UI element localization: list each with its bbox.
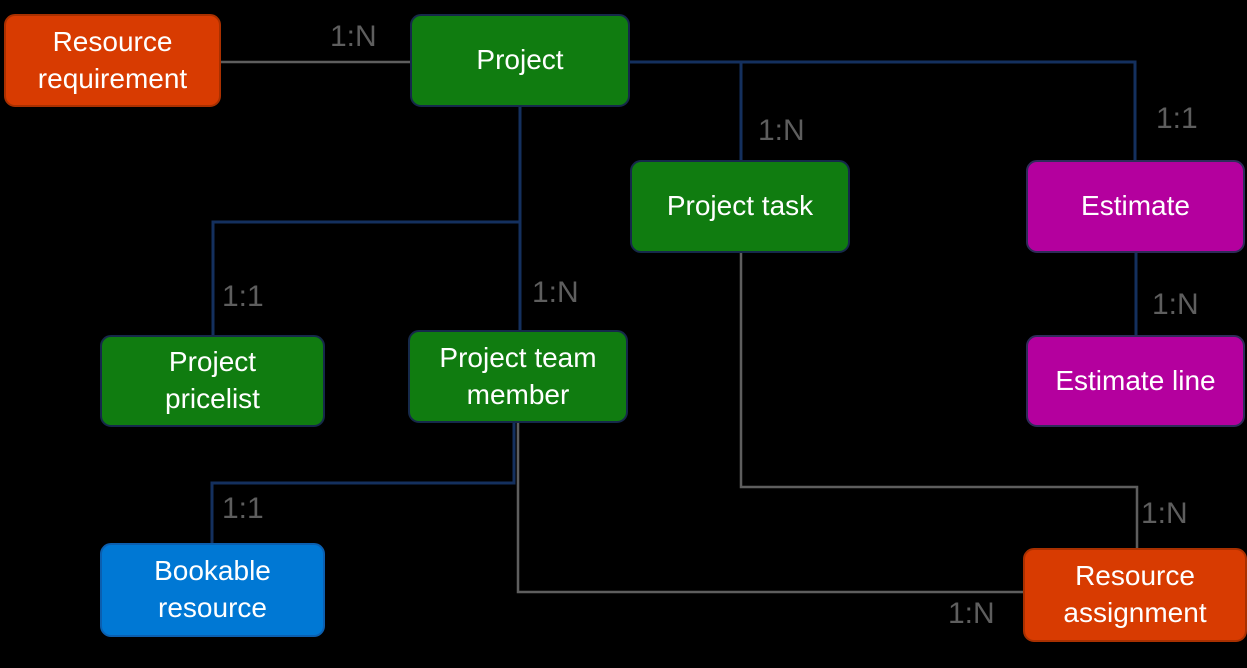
entity-resource-requirement: Resource requirement: [4, 14, 221, 107]
entity-project: Project: [410, 14, 630, 107]
entity-estimate: Estimate: [1026, 160, 1245, 253]
entity-label: Project: [476, 44, 564, 76]
entity-project-task: Project task: [630, 160, 850, 253]
entity-label: Project task: [666, 190, 814, 222]
entity-label: Resource assignment: [1063, 560, 1207, 628]
cardinality-team-member-bookable-resource: 1:1: [222, 492, 264, 525]
entity-resource-assignment: Resource assignment: [1023, 548, 1247, 642]
connector-project-task-resource-assignment: [739, 253, 1139, 548]
connector-project-project-pricelist: [211, 220, 520, 335]
entity-label: Bookable resource: [154, 555, 271, 623]
connector-project-estimate: [630, 60, 1137, 160]
cardinality-project-project-task: 1:N: [758, 114, 805, 147]
cardinality-project-task-resource-assignment: 1:N: [1141, 497, 1188, 530]
connector-project-team-member-resource-assignment: [516, 423, 1023, 594]
cardinality-estimate-estimate-line: 1:N: [1152, 288, 1199, 321]
cardinality-project-project-team-member: 1:N: [532, 276, 579, 309]
cardinality-project-project-pricelist: 1:1: [222, 280, 264, 313]
entity-bookable-resource: Bookable resource: [100, 543, 325, 637]
entity-label: Project team member: [439, 341, 597, 410]
entity-label: Estimate line: [1055, 364, 1216, 396]
entity-label: Resource requirement: [37, 25, 188, 94]
entity-estimate-line: Estimate line: [1026, 335, 1245, 427]
connector-project-team-member-bookable-resource: [210, 423, 516, 543]
cardinality-resource-requirement-project: 1:N: [330, 20, 377, 53]
cardinality-team-member-resource-assignment: 1:N: [948, 597, 995, 630]
cardinality-project-estimate: 1:1: [1156, 102, 1198, 135]
entity-label: Project pricelist: [165, 346, 260, 414]
entity-project-pricelist: Project pricelist: [100, 335, 325, 427]
entity-project-team-member: Project team member: [408, 330, 628, 423]
entity-label: Estimate: [1081, 190, 1190, 222]
